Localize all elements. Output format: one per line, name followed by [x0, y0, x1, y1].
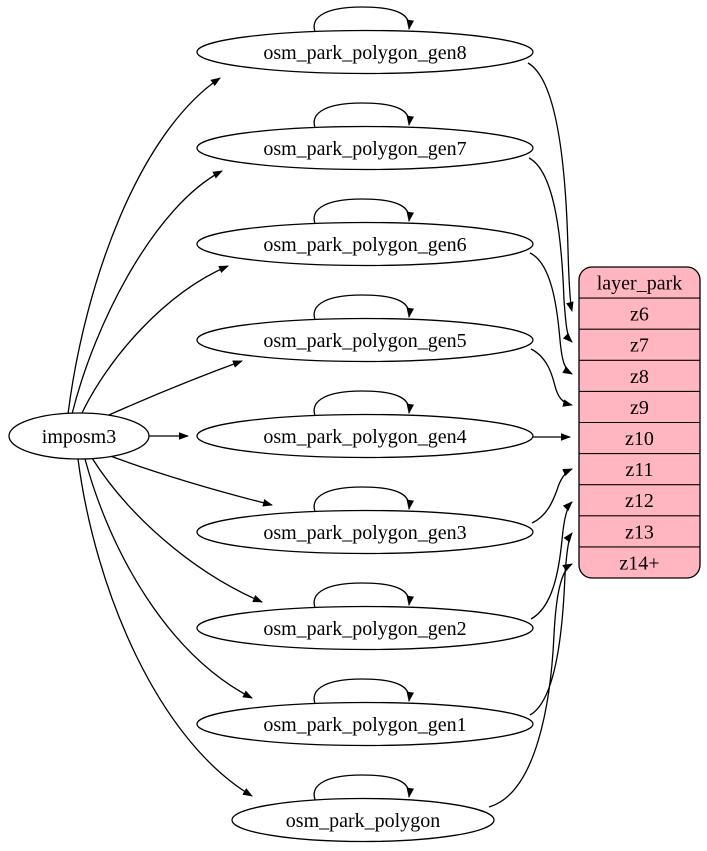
- edge-gen6-to-z8: [529, 252, 573, 375]
- gen4-label: osm_park_polygon_gen4: [263, 426, 466, 448]
- layer-row-z10: z10: [625, 428, 654, 450]
- gen1-label: osm_park_polygon_gen1: [263, 714, 466, 736]
- layer-park-title: layer_park: [597, 273, 683, 295]
- edge-imposm3-to-gen7: [71, 170, 223, 415]
- edge-gen2-to-z12: [530, 501, 573, 620]
- layer-row-z14: z14+: [619, 552, 659, 574]
- self-loop-gen7: [313, 102, 415, 131]
- self-loop-polygon: [313, 774, 415, 803]
- imposm3-ellipse: [8, 412, 150, 460]
- gen8-ellipse: [196, 29, 534, 75]
- self-loop-gen6: [313, 198, 415, 227]
- self-loop-gen4: [313, 390, 415, 419]
- layer-row-z6: z6: [630, 304, 649, 326]
- node-imposm3: imposm3: [8, 412, 150, 460]
- edge-gen1-to-z13: [529, 532, 573, 716]
- imposm3-label: imposm3: [42, 426, 116, 448]
- gen2-label: osm_park_polygon_gen2: [263, 618, 466, 640]
- node-osm-park-polygon-gen5: osm_park_polygon_gen5: [196, 317, 534, 363]
- edge-imposm3-to-gen6: [80, 265, 229, 416]
- edges-from-source: [67, 77, 273, 797]
- polygon-label: osm_park_polygon: [286, 810, 440, 832]
- edge-gen5-to-z9: [530, 348, 573, 407]
- gen7-label: osm_park_polygon_gen7: [263, 138, 466, 160]
- layer-park-dividers: [579, 297, 700, 548]
- polygon-ellipse: [231, 797, 495, 843]
- layer-row-z8: z8: [630, 366, 649, 388]
- gen5-ellipse: [196, 317, 534, 363]
- edge-imposm3-to-gen2: [91, 457, 263, 603]
- node-osm-park-polygon-gen6: osm_park_polygon_gen6: [196, 221, 534, 267]
- node-osm-park-polygon-gen8: osm_park_polygon_gen8: [196, 29, 534, 75]
- self-loop-gen5: [313, 294, 415, 323]
- layer-row-z9: z9: [630, 397, 649, 419]
- layer-row-z7: z7: [630, 335, 649, 357]
- edge-gen7-to-z7: [528, 157, 573, 343]
- layer-row-z12: z12: [625, 490, 654, 512]
- edge-imposm3-to-gen3: [104, 453, 273, 507]
- gen5-label: osm_park_polygon_gen5: [263, 330, 466, 352]
- layer-row-z11: z11: [625, 459, 653, 481]
- gen2-ellipse: [196, 605, 534, 651]
- gen6-ellipse: [196, 221, 534, 267]
- node-osm-park-polygon-gen3: osm_park_polygon_gen3: [196, 509, 534, 555]
- gen1-ellipse: [196, 701, 534, 747]
- self-loop-gen3: [313, 486, 415, 515]
- gen4-ellipse: [196, 413, 534, 459]
- node-osm-park-polygon-gen7: osm_park_polygon_gen7: [196, 125, 534, 171]
- edge-imposm3-to-gen5: [99, 360, 243, 420]
- self-loop-gen8: [313, 6, 415, 35]
- edge-gen8-to-z6: [527, 62, 574, 312]
- gen8-label: osm_park_polygon_gen8: [263, 42, 466, 64]
- edge-imposm3-to-polygon: [77, 458, 253, 797]
- node-osm-park-polygon-gen4: osm_park_polygon_gen4: [196, 413, 534, 459]
- self-loop-gen2: [313, 582, 415, 611]
- gen7-ellipse: [196, 125, 534, 171]
- edge-imposm3-to-gen1: [84, 458, 253, 699]
- node-osm-park-polygon-gen1: osm_park_polygon_gen1: [196, 701, 534, 747]
- edge-imposm3-to-gen8: [67, 77, 221, 415]
- layer-row-z13: z13: [625, 521, 654, 543]
- node-osm-park-polygon-gen2: osm_park_polygon_gen2: [196, 605, 534, 651]
- self-loop-edges: [313, 6, 415, 803]
- edge-polygon-to-z14: [488, 563, 573, 808]
- self-loop-gen1: [313, 678, 415, 707]
- gen3-label: osm_park_polygon_gen3: [263, 522, 466, 544]
- node-layer-park: layer_park z6 z7 z8 z9 z10 z11 z12 z13 z…: [578, 266, 701, 579]
- gen3-ellipse: [196, 509, 534, 555]
- edge-gen3-to-z11: [531, 468, 573, 524]
- edges-to-layer: [488, 62, 574, 808]
- node-osm-park-polygon: osm_park_polygon: [231, 797, 495, 843]
- gen6-label: osm_park_polygon_gen6: [263, 234, 466, 256]
